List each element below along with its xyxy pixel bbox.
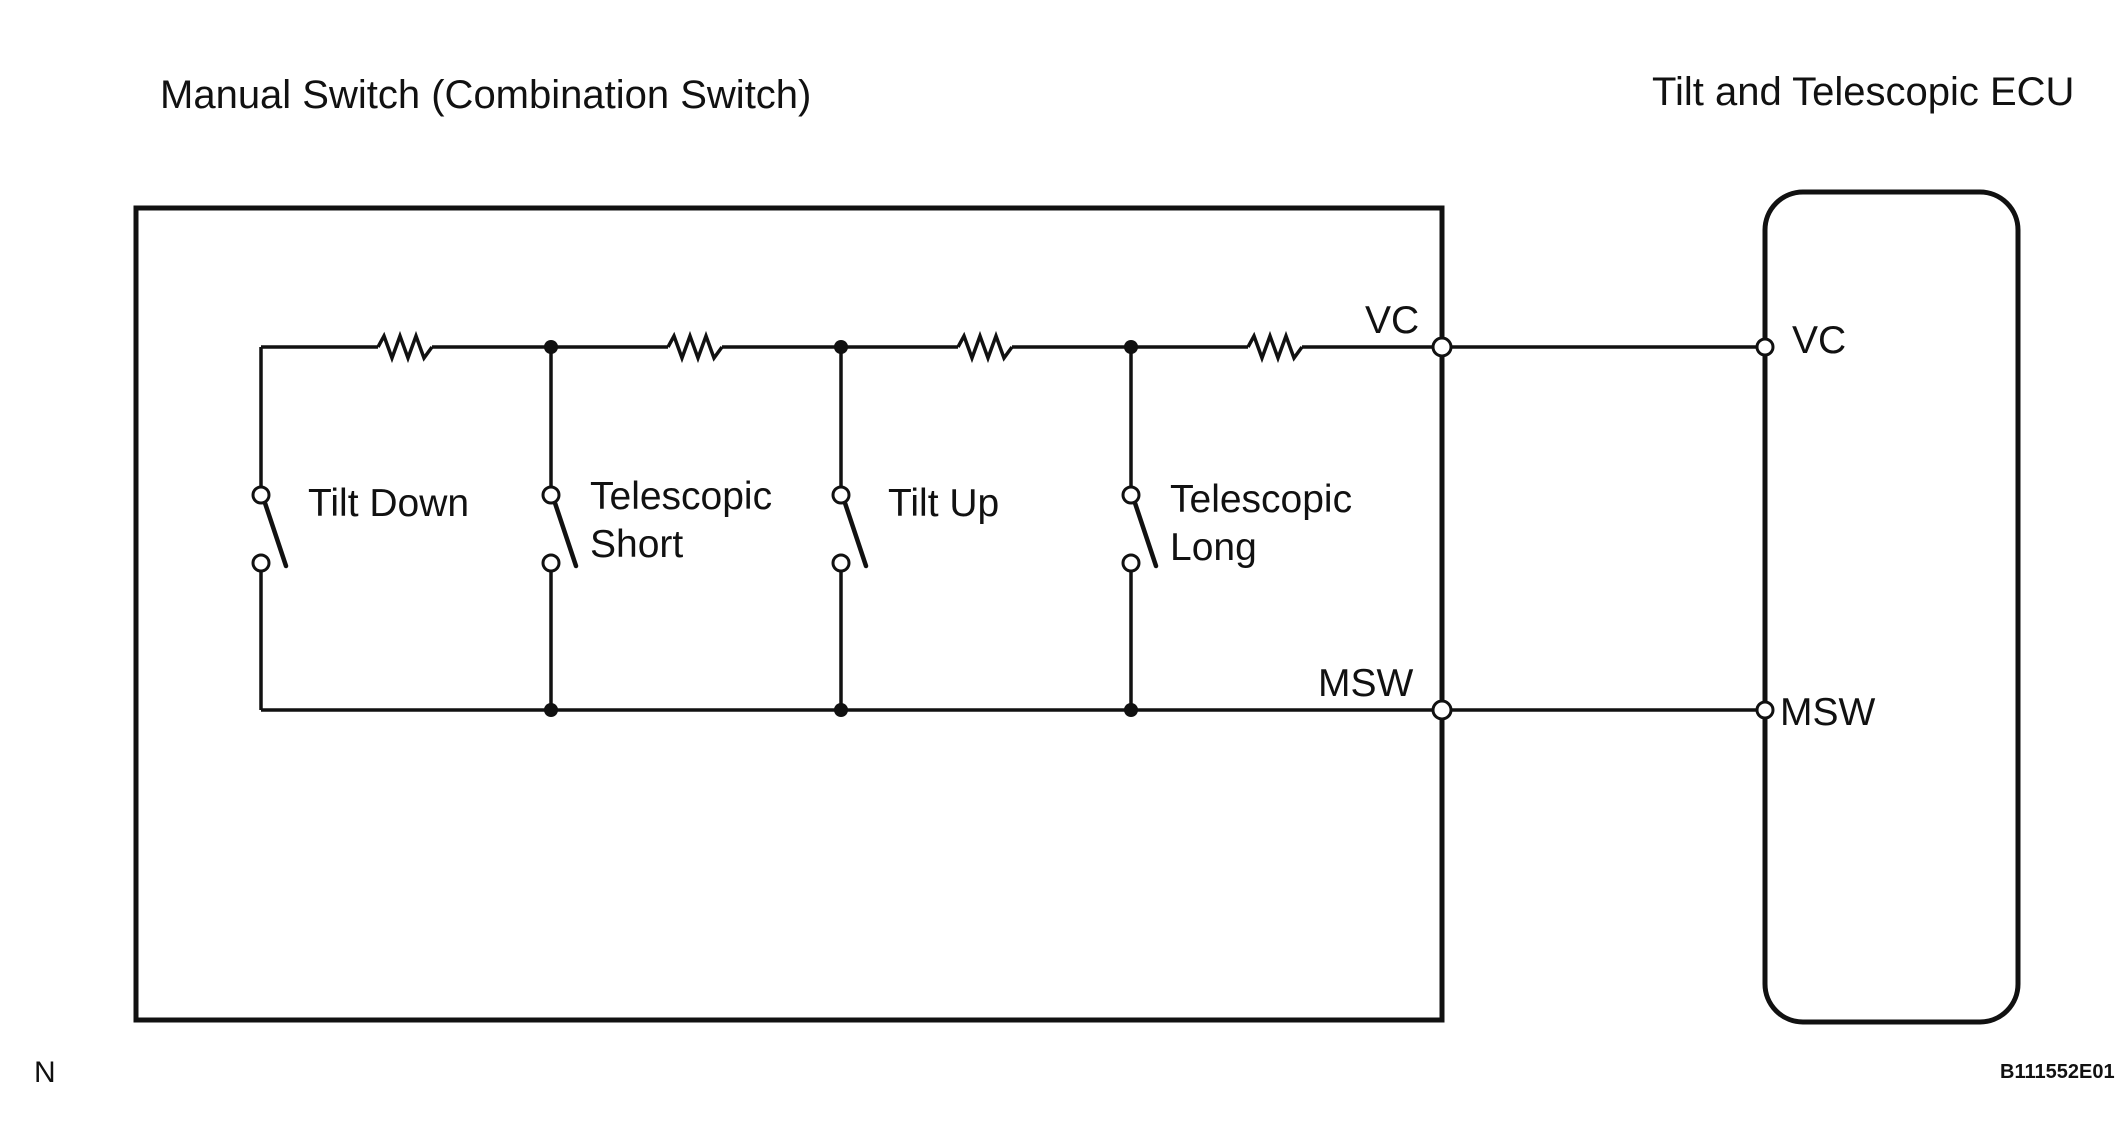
switch-label-telescopic-short-1: Telescopic	[590, 475, 772, 518]
ecu-title: Tilt and Telescopic ECU	[1652, 70, 2074, 114]
switch-telescopic-short: Telescopic Short	[541, 475, 772, 573]
switch-label-tilt-down: Tilt Down	[308, 482, 469, 525]
resistor-3	[956, 330, 1014, 364]
resistor-4	[1246, 330, 1304, 364]
junction-dots	[544, 340, 1138, 717]
switch-telescopic-long: Telescopic Long	[1121, 478, 1352, 573]
switch-box	[133, 205, 1445, 1023]
ecu-box	[1762, 189, 2021, 1025]
switch-msw-label: MSW	[1318, 662, 1414, 705]
resistor-2	[666, 330, 724, 364]
ecu-msw-label: MSW	[1780, 691, 1876, 734]
switch-label-telescopic-short-2: Short	[590, 523, 683, 566]
ecu-vc-label: VC	[1792, 319, 1846, 362]
switch-label-telescopic-long-2: Long	[1170, 526, 1257, 569]
msw-rail	[259, 568, 1765, 712]
switch-label-telescopic-long-1: Telescopic	[1170, 478, 1352, 521]
switch-tilt-down: Tilt Down	[251, 482, 469, 573]
switch-vc-terminal	[1431, 336, 1453, 358]
vc-rail	[259, 330, 1765, 490]
switch-tilt-up: Tilt Up	[831, 482, 999, 573]
switch-title: Manual Switch (Combination Switch)	[160, 73, 811, 117]
switch-label-tilt-up: Tilt Up	[888, 482, 999, 525]
ecu-vc-terminal	[1755, 337, 1775, 357]
ecu-msw-terminal	[1755, 700, 1775, 720]
north-mark: N	[34, 1056, 56, 1089]
switch-vc-label: VC	[1365, 299, 1419, 342]
resistor-1	[376, 330, 434, 364]
figure-code: B111552E01	[2000, 1061, 2115, 1083]
switch-branches	[549, 347, 1133, 710]
switch-msw-terminal	[1431, 699, 1453, 721]
